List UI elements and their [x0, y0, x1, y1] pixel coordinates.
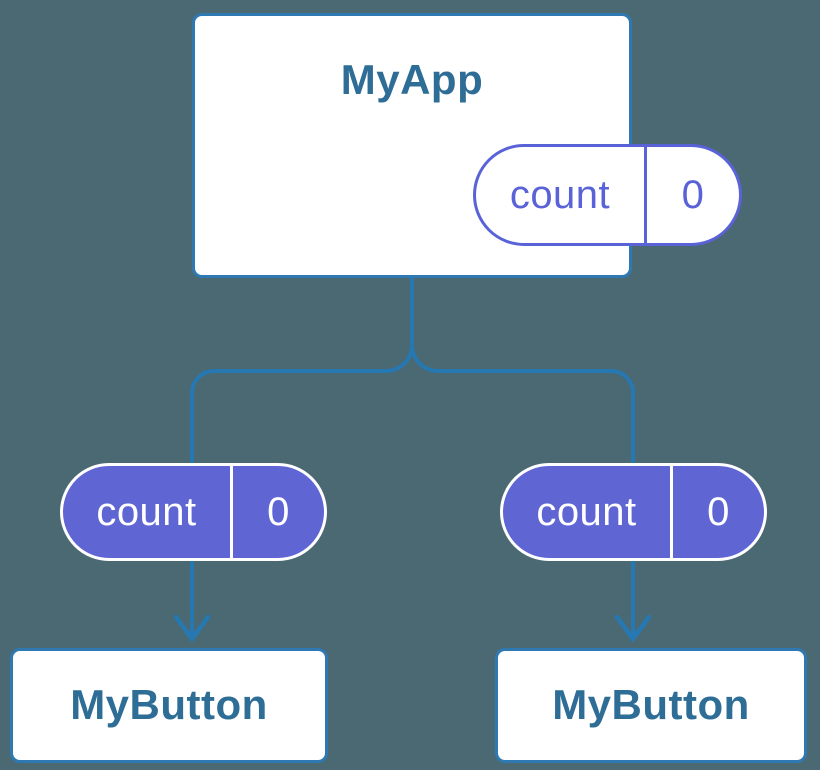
state-name: count — [476, 147, 647, 243]
connector-left-branch — [190, 278, 414, 639]
state-pill-left-button: count 0 — [60, 463, 327, 561]
node-myapp-title: MyApp — [340, 56, 484, 103]
node-mybutton-right-title: MyButton — [552, 681, 750, 729]
state-value: 0 — [267, 489, 290, 534]
node-mybutton-right: MyButton — [495, 648, 807, 763]
state-name: count — [503, 466, 673, 558]
node-myapp: MyApp count 0 — [192, 13, 742, 278]
state-value: 0 — [681, 172, 705, 217]
arrowhead-left-icon — [173, 614, 211, 643]
arrowhead-right-icon — [614, 614, 652, 643]
node-mybutton-left-title: MyButton — [70, 681, 268, 729]
state-pill-myapp: count 0 — [473, 144, 742, 246]
node-mybutton-left: MyButton — [10, 648, 328, 763]
state-name: count — [63, 466, 233, 558]
state-value: 0 — [707, 489, 730, 534]
state-pill-right-button: count 0 — [500, 463, 767, 561]
